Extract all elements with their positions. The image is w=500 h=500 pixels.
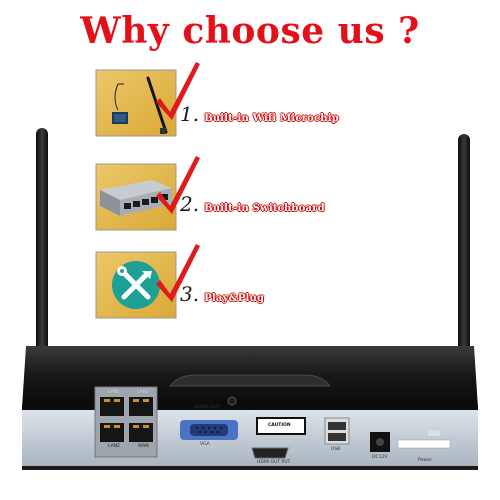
feature-label-3: 3. Play&Plug — [180, 282, 264, 306]
feature-text: Built-in Wifi Microchip — [204, 113, 339, 124]
feature-text: Built-in Switchboard — [204, 203, 325, 214]
port-label-usb: USB — [331, 447, 341, 452]
port-label-lan1: LAN1 — [108, 390, 120, 395]
port-label-lan3: LAN3 — [137, 390, 149, 395]
caution-label: CAUTION — [268, 423, 291, 428]
check-icon — [156, 244, 200, 302]
nvr-device — [22, 346, 478, 470]
feature-text: Play&Plug — [204, 293, 265, 304]
wifi-chip-icon — [112, 76, 168, 134]
port-label-hdmi: HDMI OUT PUT — [257, 460, 291, 465]
feature-label-2: 2. Built-in Switchboard — [180, 192, 325, 216]
feature-number: 3. — [180, 282, 200, 306]
feature-card-3 — [95, 251, 177, 319]
page-title: Why choose us ? — [80, 10, 420, 52]
port-label-power: Power — [418, 458, 432, 463]
feature-number: 1. — [180, 102, 200, 126]
feature-number: 2. — [180, 192, 200, 216]
port-label-audio: AUDIO OUT — [194, 405, 220, 410]
port-label-wan: WAN — [138, 444, 149, 449]
feature-card-2 — [95, 163, 177, 231]
rear-port-panel — [94, 386, 451, 459]
port-label-vga: VGA — [200, 442, 210, 447]
port-label-lan2: LAN2 — [108, 444, 120, 449]
port-label-dc: DC12V — [372, 455, 388, 460]
check-icon — [156, 156, 200, 214]
tools-icon — [112, 261, 160, 309]
feature-card-1 — [95, 69, 177, 137]
check-icon — [156, 62, 200, 120]
feature-label-1: 1. Built-in Wifi Microchip — [180, 102, 339, 126]
